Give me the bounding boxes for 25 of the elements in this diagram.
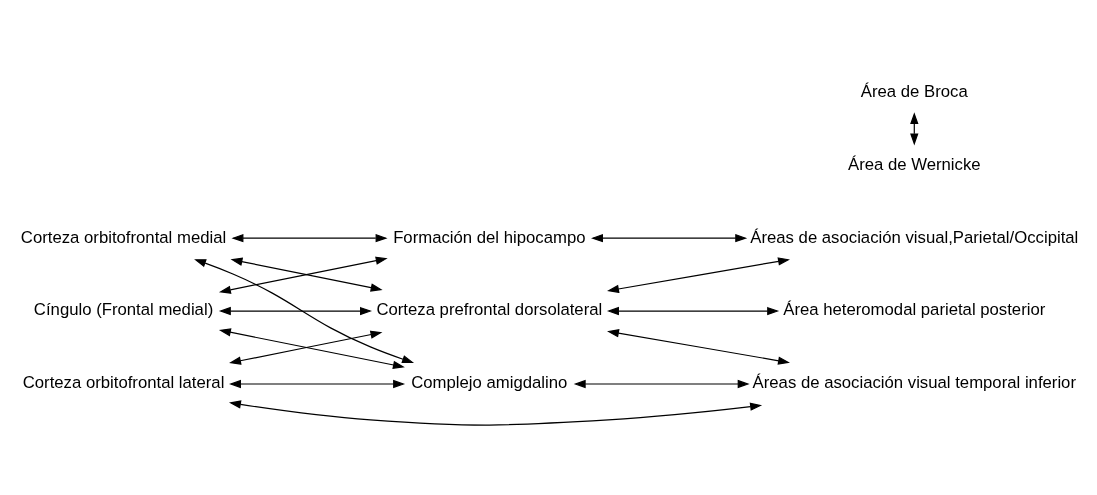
arrow [228,399,763,426]
arrow [218,256,388,294]
node-text: Áreas de asociación visual,Parietal/Occipital [750,227,1079,247]
arrow [229,330,383,365]
node-text: Área de Wernicke [848,154,981,174]
arrow [607,306,780,315]
arrow [231,233,388,242]
node-text: Formación del hipocampo [393,227,586,247]
node-text: Cíngulo (Frontal medial) [33,299,214,319]
arrow [607,256,790,293]
arrow [218,327,405,369]
arrow [591,233,748,242]
arrow [194,258,415,363]
node-text: Área de Broca [860,81,968,101]
arrow [573,379,750,388]
arrow [607,328,790,365]
node-text: Corteza orbitofrontal medial [20,227,227,247]
arrow [229,379,406,388]
node-text: Complejo amigdalino [411,372,568,392]
node-text: Corteza orbitofrontal lateral [22,372,225,392]
arrow [218,306,372,315]
node-text: Corteza prefrontal dorsolateral [376,299,603,319]
node-text: Áreas de asociación visual temporal inferior [752,372,1076,392]
node-text: Área heteromodal parietal posterior [783,299,1046,319]
arrow [230,257,383,292]
